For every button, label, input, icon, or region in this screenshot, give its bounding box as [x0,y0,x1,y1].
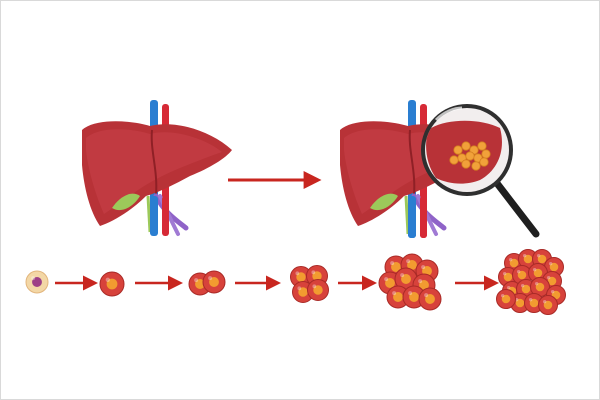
tumor-cell [453,145,463,155]
cell-stage-4 [290,265,329,303]
cell-stage-1 [25,270,49,294]
cell-icon [418,287,442,311]
tumor-cell [481,149,491,159]
tumor-cell [477,141,487,151]
cell-icon [496,289,516,309]
hepatic-artery-lower [162,196,169,236]
healthy-liver-icon [82,100,232,236]
cell-stage-3 [188,270,226,296]
cell-icon [530,277,550,297]
bile-duct [146,195,152,233]
bile-duct [404,195,410,235]
magnifying-glass-icon [421,104,540,238]
tumor-cell [461,141,471,151]
cell-icon [99,271,125,297]
liver-fissure [150,129,158,196]
tumor-cluster [449,141,491,171]
magnified-liver-tissue [426,120,502,184]
liver-highlight [86,129,222,214]
lens-glare [434,106,463,122]
hepatic-artery-lower [420,196,427,238]
cell-stage-5 [378,253,442,311]
portal-vein-lower [408,196,416,238]
cell-stage-2 [99,271,125,297]
cell-icon [202,270,226,294]
gallbladder [370,193,398,211]
tumor-cell [461,159,471,169]
cell-icon [538,295,558,315]
stem-cell-icon [25,270,49,294]
tumor-cell [471,161,481,171]
tumor-cell [465,151,475,161]
magnifier-handle [492,178,540,238]
liver-fissure [408,129,416,196]
tumor-cell [449,155,459,165]
portal-vein-lower [150,196,158,236]
gallbladder [112,193,140,211]
tumor-cell [479,157,489,167]
cell-icon [307,279,329,301]
cell-stage-6 [496,249,566,315]
cell-progression [25,249,566,315]
